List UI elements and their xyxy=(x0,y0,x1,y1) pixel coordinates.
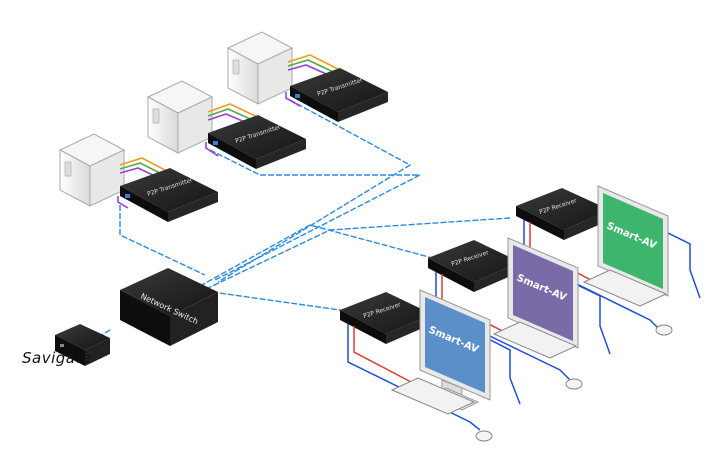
keyboard-2 xyxy=(492,321,578,359)
monitor-purple: Smart-AV xyxy=(507,237,579,359)
transmitter-2: P2P Transmitter xyxy=(208,115,306,169)
mouse-1 xyxy=(655,324,673,336)
mouse-3 xyxy=(475,430,493,442)
computer-3 xyxy=(58,133,126,207)
computer-1 xyxy=(226,31,294,105)
transmitter-3: P2P Transmitter xyxy=(120,168,218,222)
mouse-2 xyxy=(565,378,583,390)
network-switch: Network Switch xyxy=(120,268,218,346)
savigate-label: Savigate xyxy=(22,349,92,367)
keyboard-1 xyxy=(582,269,668,307)
keyboard-3 xyxy=(390,377,476,415)
computer-2 xyxy=(146,80,214,154)
transmitter-1: P2P Transmitter xyxy=(290,68,388,122)
savigate-device xyxy=(55,324,110,366)
